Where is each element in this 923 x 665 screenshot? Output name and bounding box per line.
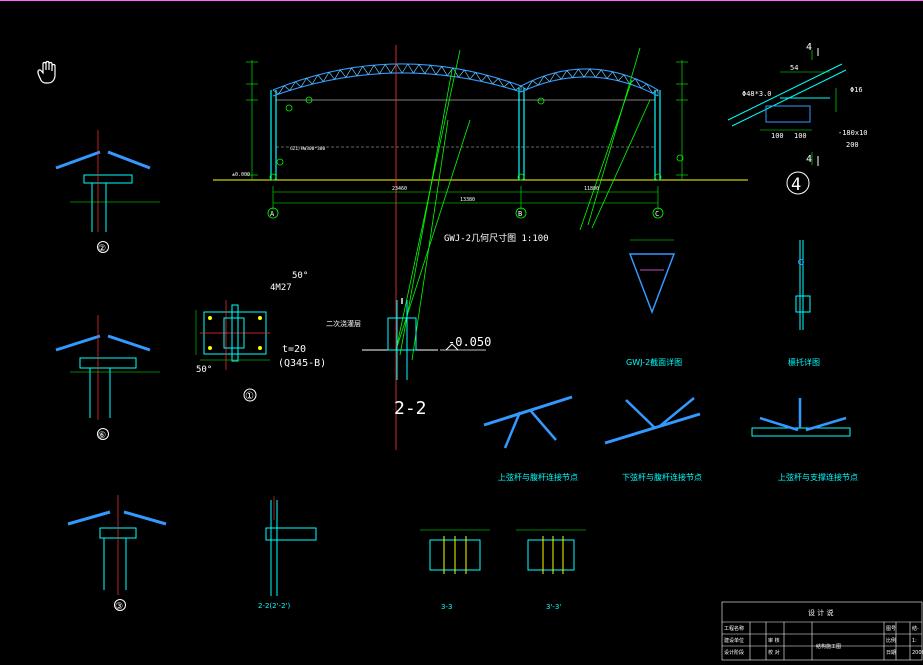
tb-r1-label: 工程名称: [724, 625, 744, 632]
tb-r2-key: 比例: [886, 637, 896, 644]
section-3p-3p: 3'-3': [516, 529, 586, 611]
tb-r1-key: 图号: [886, 626, 896, 632]
node-upper-left-caption: 上弦杆与腹杆连接节点: [498, 472, 578, 482]
rod-label: Φ16: [850, 86, 863, 94]
section-2-2-prime: 2-2(2'-2'): [258, 496, 317, 610]
tb-r1-val: 结-: [912, 625, 919, 632]
grout-note: 二次浇灌层: [326, 319, 361, 328]
dim-top: 54: [790, 64, 798, 72]
tb-r3-role: 校 对: [768, 649, 780, 656]
joint-detail-6: ⑥: [55, 315, 160, 441]
detail-4-number: 4: [791, 175, 801, 195]
right-elevation-scale: [676, 60, 688, 180]
dim-b2: 100: [794, 132, 807, 140]
purlin-caption: 檩托详图: [788, 357, 820, 367]
left-elevation-scale: [246, 60, 258, 180]
span-dimensions: [272, 186, 659, 210]
node-lower: 下弦杆与腹杆连接节点: [604, 397, 702, 482]
axis-b: B: [518, 210, 522, 218]
base-plate-detail-1: 4M27 50° 50° t=20 (Q345-B) ①: [195, 271, 326, 402]
tb-r3-key: 日期: [886, 650, 896, 656]
cut-label-bottom: 4: [806, 154, 812, 165]
detail-4: 4 4 Φ48*3.0 Φ16 54 100 100 -180x10 200 4: [727, 42, 868, 195]
column-note: GZ1/HW300*300: [290, 146, 326, 152]
detail-6-number: ⑥: [98, 431, 106, 441]
node-upper-right: 上弦杆与支撑连接节点: [751, 398, 858, 482]
ground-mark: ±0.000: [232, 172, 250, 178]
cut-label-top: 4: [806, 42, 812, 53]
angle-label: 50°: [292, 271, 308, 281]
axis-a: A: [270, 210, 275, 218]
plate-label: -180x10: [838, 129, 868, 137]
node-lower-caption: 下弦杆与腹杆连接节点: [622, 472, 702, 482]
dim-b1: 100: [771, 132, 784, 140]
sec-33p-caption: 3'-3': [546, 603, 561, 611]
dim-total: 200: [846, 141, 859, 149]
tb-r2-label: 建设单位: [724, 637, 744, 644]
section-2-2: 二次浇灌层 -0.050 2-2: [326, 298, 491, 419]
total-span-label: 23460: [392, 186, 407, 192]
span-left-label: 13380: [460, 197, 475, 203]
node-upper-left: 上弦杆与腹杆连接节点: [483, 395, 578, 482]
tb-r2-val: 1:: [912, 638, 917, 644]
leader-lines: [395, 47, 651, 361]
tb-r3-val: 2008: [912, 650, 923, 656]
joint-detail-3: ③: [67, 495, 167, 612]
tb-r3-label: 设计阶段: [724, 649, 744, 656]
section-3-3: 3-3: [420, 529, 490, 611]
elevation-title: GWJ-2几何尺寸图 1:100: [444, 232, 549, 244]
detail-1-number: ①: [245, 391, 254, 402]
bolt-label: 4M27: [270, 283, 292, 293]
axis-bubbles: A B C: [267, 207, 664, 219]
purlin-bracket: 檩托详图: [788, 240, 820, 367]
node-upper-right-caption: 上弦杆与支撑连接节点: [778, 472, 858, 482]
angle-label-2: 50°: [196, 365, 212, 375]
detail-3-number: ③: [115, 602, 123, 612]
section-2-2-label: 2-2: [394, 398, 427, 419]
roof-truss: [272, 63, 659, 97]
truss-section-caption: GWJ-2截面详图: [626, 357, 682, 367]
title-block: [721, 601, 923, 661]
span-right-label: 11800: [584, 186, 599, 192]
tb-r2-role: 审 核: [768, 637, 780, 644]
level-label: -0.050: [448, 335, 491, 349]
sec-33-caption: 3-3: [441, 603, 452, 611]
material-label: (Q345-B): [278, 358, 326, 369]
hand-icon[interactable]: [37, 60, 56, 84]
truss-elevation: 23460 13380 11800 ±0.000 GZ1/HW300*300 A…: [213, 45, 748, 450]
sec-22p-caption: 2-2(2'-2'): [258, 602, 290, 610]
truss-cross-section: GWJ-2截面详图: [626, 239, 682, 367]
pipe-label: Φ48*3.0: [742, 90, 772, 98]
detail-2-number: ②: [98, 244, 106, 254]
axis-c: C: [655, 210, 659, 218]
tb-project: 结构施工图: [816, 643, 841, 650]
title-block-header: 设 计 说: [808, 608, 833, 617]
thickness-label: t=20: [282, 344, 306, 355]
joint-detail-2: ②: [55, 130, 160, 254]
